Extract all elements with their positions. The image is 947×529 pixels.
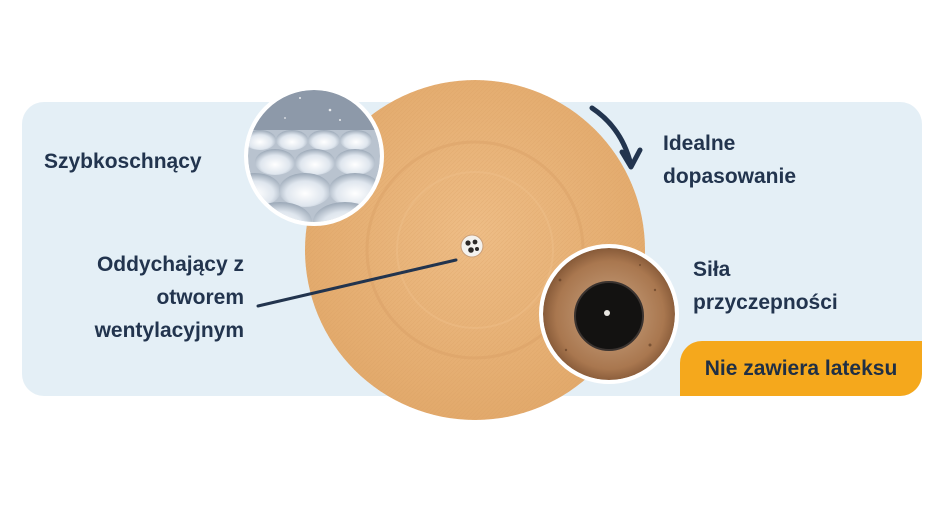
quick-dry-label: Szybkoschnący [44,145,202,178]
vent-label: Oddychający z otworem wentylacyjnym [95,248,244,347]
vent-line-3: wentylacyjnym [94,319,244,342]
adhesion-line-1: Siła [693,258,731,281]
vent-line-1: Oddychający z [96,253,244,276]
ideal-fit-label: Idealne dopasowanie [663,127,796,193]
vent-pointer-line [256,258,458,308]
curved-arrow-icon [589,105,643,170]
foam-closeup-image [244,86,384,226]
ideal-fit-line-1: Idealne [663,132,736,155]
latex-free-badge: Nie zawiera lateksu [680,341,922,396]
vent-line-2: otworem [156,286,244,309]
latex-free-text: Nie zawiera lateksu [704,356,898,380]
quick-dry-text: Szybkoschnący [44,150,202,173]
adhesion-line-2: przyczepności [693,291,838,314]
adhesion-label: Siła przyczepności [693,253,838,319]
ideal-fit-line-2: dopasowanie [663,165,797,188]
vent-hole [460,234,484,258]
adhesion-closeup-image [539,244,679,384]
